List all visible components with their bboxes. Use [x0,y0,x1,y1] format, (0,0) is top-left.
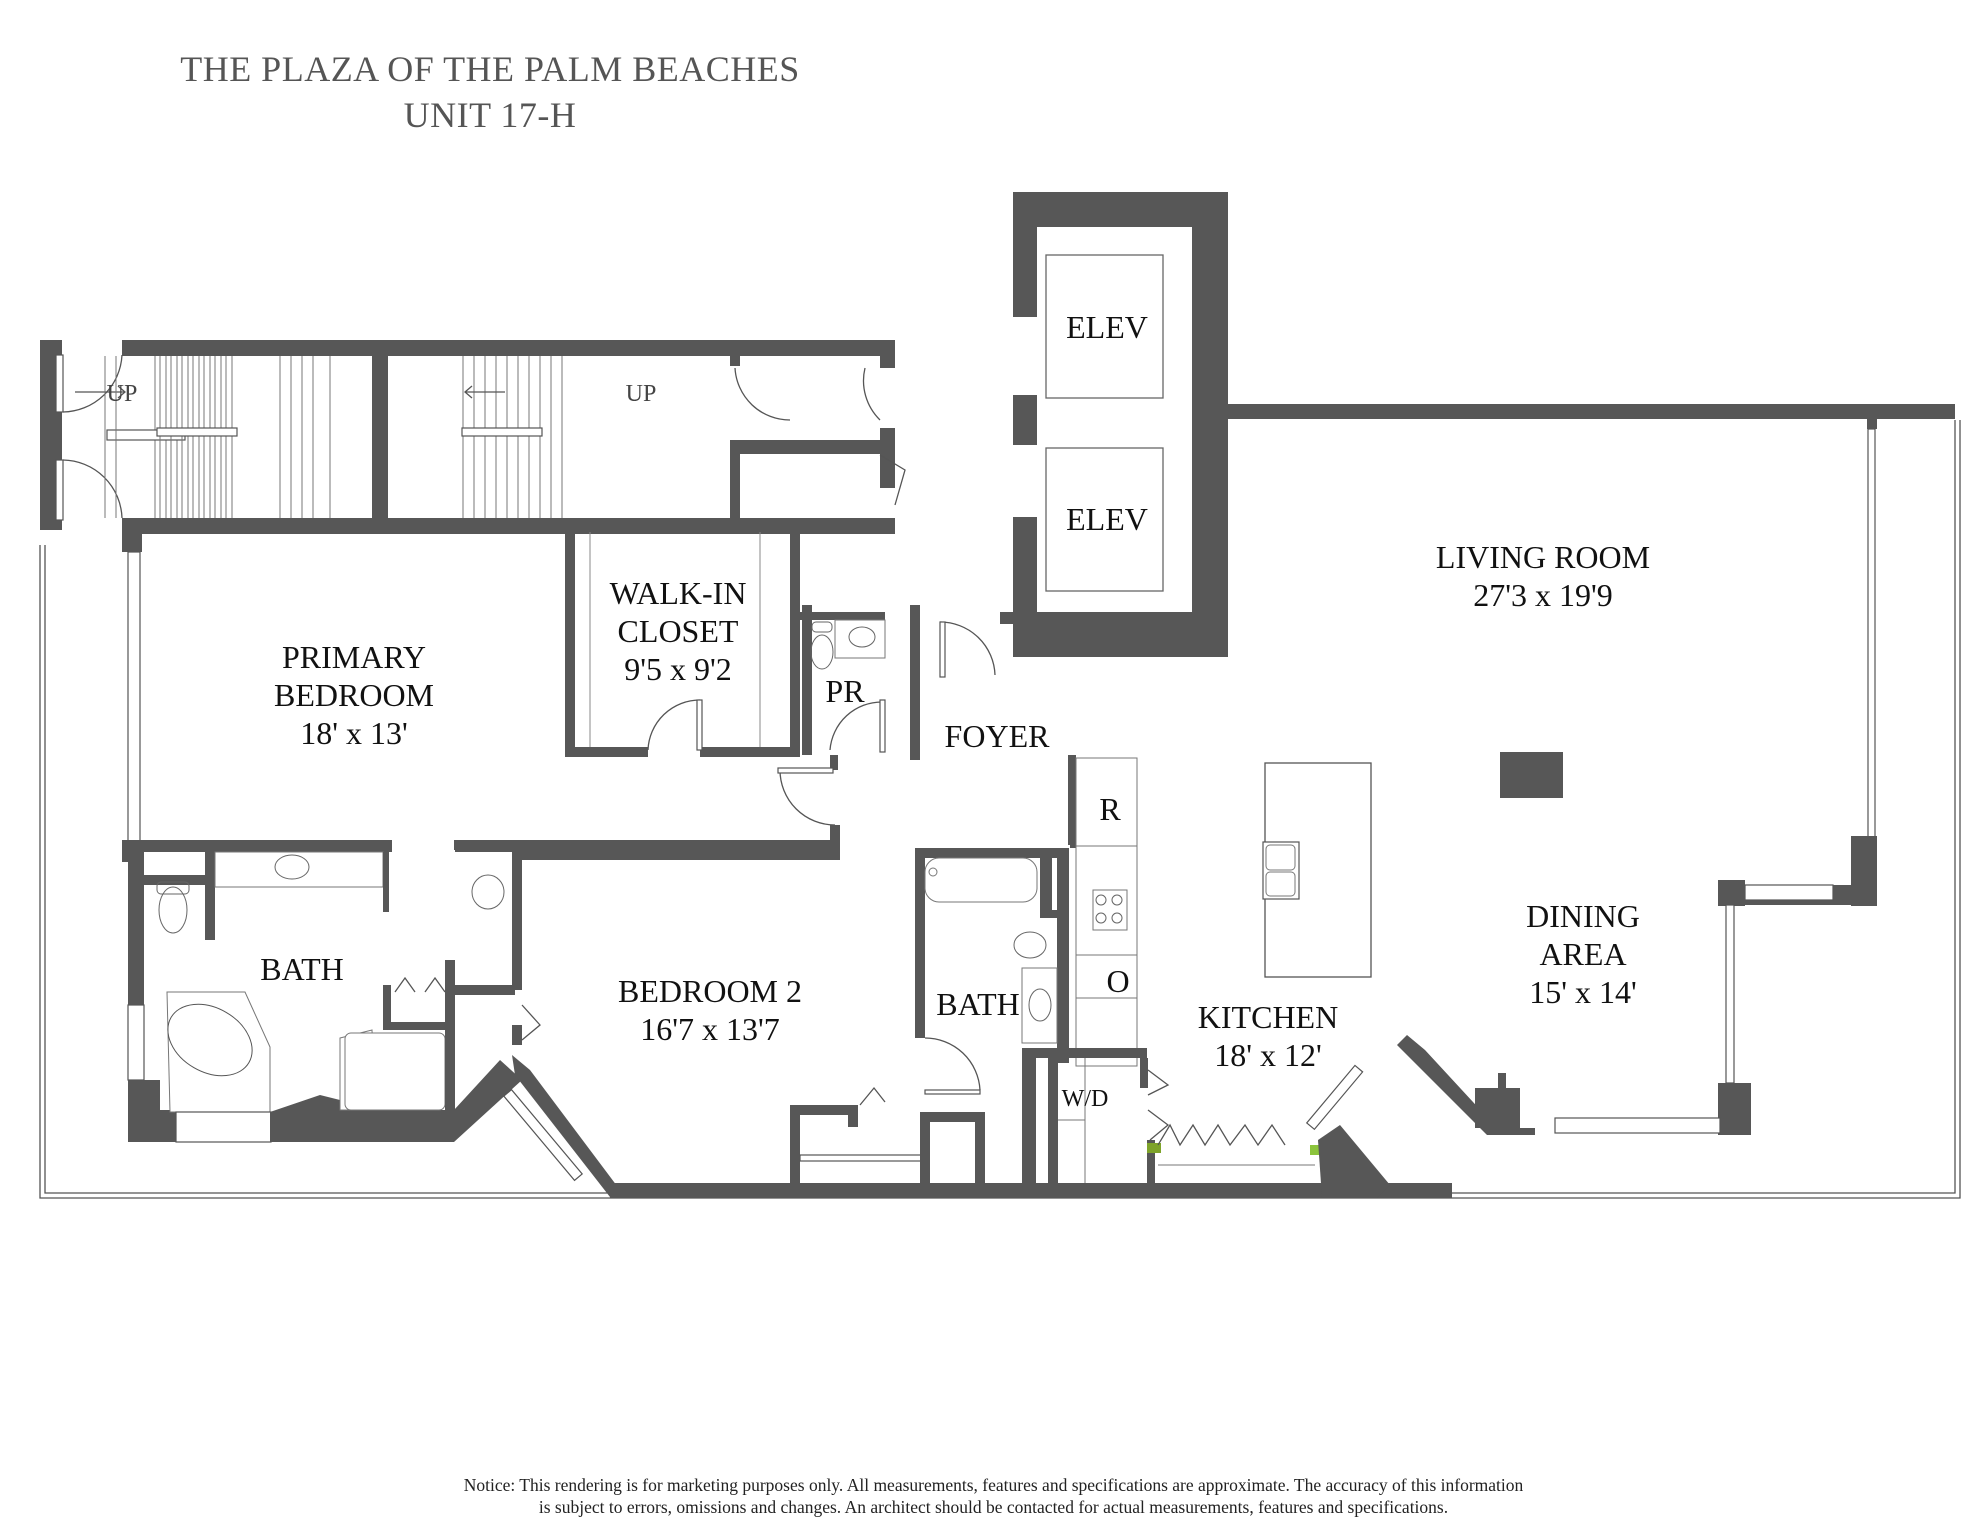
dining-area-name-1: DINING [1526,898,1640,934]
stair-up-label-right: UP [625,381,657,407]
elevator-1-label: ELEV [1066,309,1148,345]
bath-2-label: BATH [936,986,1020,1022]
hall-walls [777,755,840,848]
primary-bedroom-walls [122,532,840,862]
kitchen-bifold-doors [1157,1064,1390,1198]
notice-line-2: is subject to errors, omissions and chan… [538,1497,1449,1517]
unit-number: UNIT 17-H [403,95,577,135]
kitchen-name: KITCHEN [1197,999,1339,1035]
walk-in-closet-dims: 9'5 x 9'2 [624,651,732,687]
living-room-name: LIVING ROOM [1435,539,1651,575]
elevator-core [1013,192,1228,657]
primary-bedroom-label: PRIMARY BEDROOM 18' x 13' [274,638,434,752]
bedroom-2-dims: 16'7 x 13'7 [640,1011,780,1047]
walk-in-closet-walls [565,532,800,757]
primary-bath [127,840,522,1143]
dining-area-label: DINING AREA 15' x 14' [1526,897,1640,1011]
primary-bedroom-name-1: PRIMARY [281,639,427,675]
walk-in-closet-name-1: WALK-IN [609,575,747,611]
handrails [156,427,543,437]
washer-dryer-label: W/D [1061,1086,1109,1112]
foyer-label: FOYER [944,718,1050,754]
terrace-outline [39,420,1961,1199]
bedroom-2-name: BEDROOM 2 [617,973,803,1009]
primary-bath-label: BATH [260,951,344,987]
structural-column [1500,752,1563,798]
elevator-car-2 [1045,447,1164,592]
stairs [104,356,563,518]
powder-room [800,612,886,753]
elevator-car-1 [1045,254,1164,399]
up-arrow-head [464,385,473,399]
oven-label: O [1106,963,1130,999]
primary-bedroom-name-2: BEDROOM [273,677,435,713]
kitchen-island [1262,762,1372,978]
dining-area-name-2: AREA [1539,936,1627,972]
dining-area-dims: 15' x 14' [1529,974,1637,1010]
refrigerator-label: R [1099,791,1121,827]
walk-in-closet-name-2: CLOSET [617,613,739,649]
primary-bath-vanity [454,840,541,1045]
stair-up-label-left: UP [106,381,138,407]
building-title: THE PLAZA OF THE PALM BEACHES [180,49,800,89]
bedroom-2-walls [502,1055,1030,1198]
elevator-2-label: ELEV [1066,501,1148,537]
kitchen-counter [1068,755,1138,1067]
stair-closets [734,367,906,506]
kitchen-dims: 18' x 12' [1214,1037,1322,1073]
stair-core [40,340,895,534]
living-room-walls [1228,404,1955,1135]
living-room-dims: 27'3 x 19'9 [1473,577,1613,613]
bedroom-2-label: BEDROOM 2 16'7 x 13'7 [618,972,802,1048]
walk-in-closet-label: WALK-IN CLOSET 9'5 x 9'2 [610,574,747,688]
living-room-label: LIVING ROOM 27'3 x 19'9 [1436,538,1650,614]
bath-2 [915,848,1069,1095]
disclaimer-notice: Notice: This rendering is for marketing … [0,1474,1987,1518]
powder-room-label: PR [825,673,865,709]
kitchen-label: KITCHEN 18' x 12' [1198,998,1338,1074]
primary-bedroom-dims: 18' x 13' [300,715,408,751]
notice-line-1: Notice: This rendering is for marketing … [463,1475,1524,1495]
